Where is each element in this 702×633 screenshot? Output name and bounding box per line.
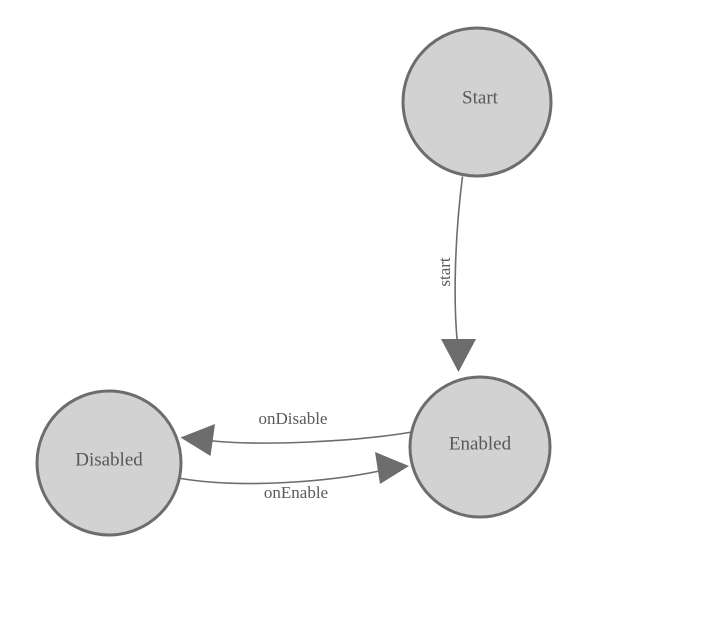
- edge-start-to-enabled-line[interactable]: [454, 176, 464, 345]
- edge-label-onenable: onEnable: [264, 483, 328, 502]
- edge-disabled-to-enabled-arrowhead: [375, 452, 409, 484]
- node-enabled-circle[interactable]: [408, 375, 552, 519]
- edge-disabled-to-enabled-line[interactable]: [177, 469, 385, 485]
- edge-start-to-enabled-arrowhead: [441, 339, 476, 372]
- node-start[interactable]: Start: [401, 26, 553, 178]
- node-enabled[interactable]: Enabled: [408, 375, 552, 519]
- edge-enabled-to-disabled-line[interactable]: [204, 431, 413, 444]
- edge-enabled-to-disabled-arrowhead: [180, 424, 215, 456]
- edge-enabled-to-disabled[interactable]: onDisable: [180, 409, 413, 456]
- node-start-circle[interactable]: [401, 26, 553, 178]
- node-disabled-circle[interactable]: [35, 389, 183, 537]
- node-enabled-label: Enabled: [449, 433, 512, 454]
- edge-label-start: start: [435, 257, 454, 287]
- edge-disabled-to-enabled[interactable]: onEnable: [177, 452, 409, 502]
- node-disabled[interactable]: Disabled: [35, 389, 183, 537]
- node-disabled-label: Disabled: [75, 449, 143, 470]
- node-start-label: Start: [462, 87, 499, 108]
- edge-start-to-enabled[interactable]: start: [435, 176, 476, 373]
- edge-label-ondisable: onDisable: [259, 409, 328, 428]
